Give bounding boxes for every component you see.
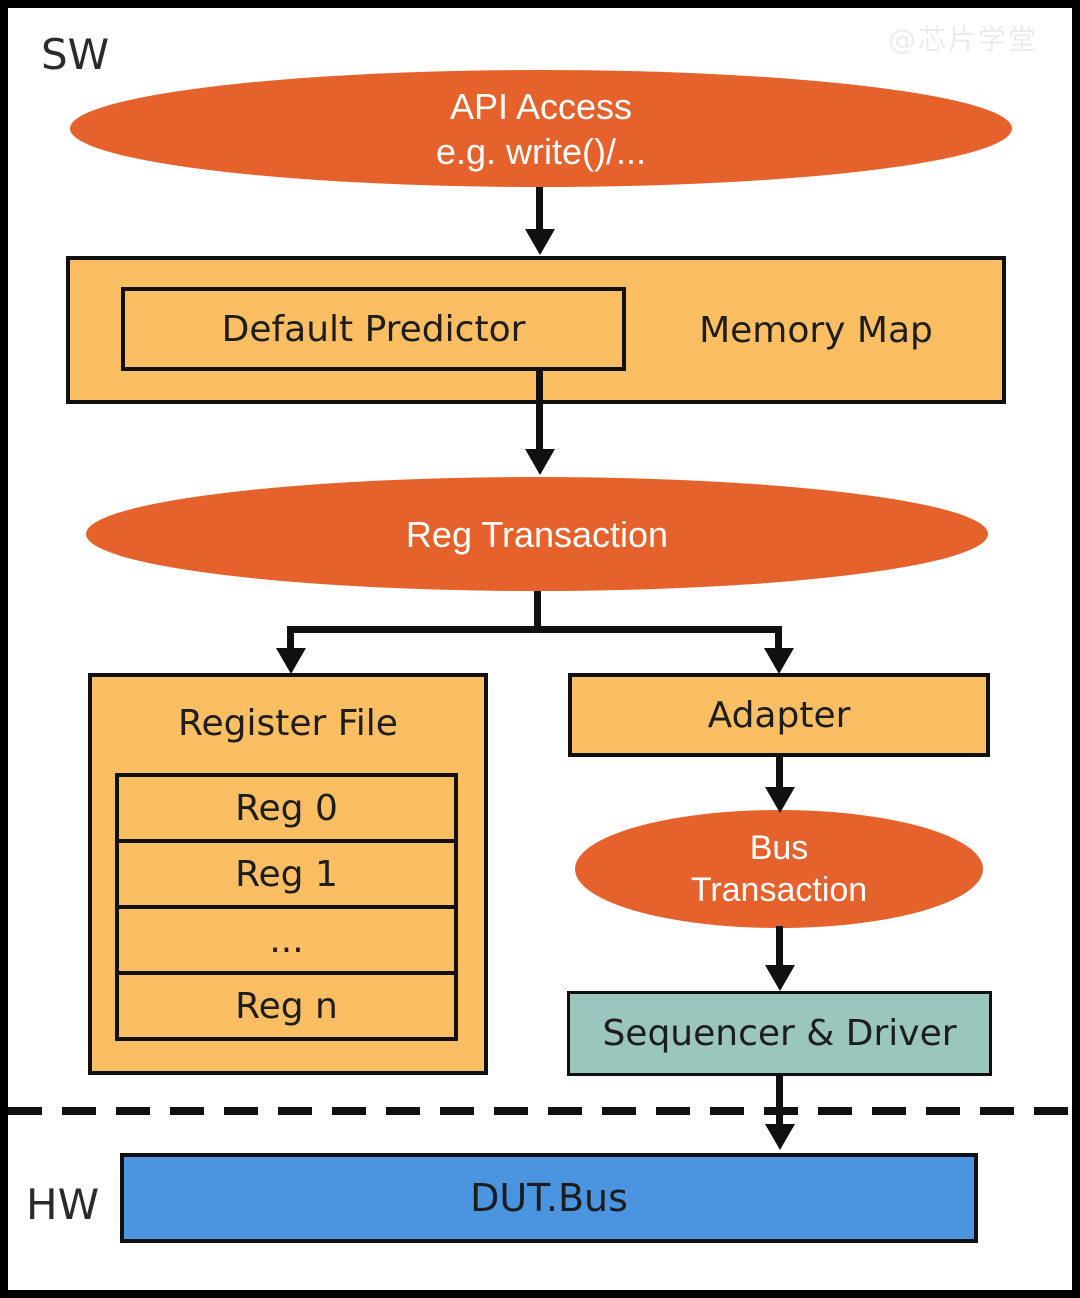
adapter-box: Adapter [568, 673, 990, 757]
arrow-memmap-to-regtxn-line [536, 371, 543, 450]
branch-horizontal-line [287, 626, 782, 633]
arrow-sequencer-to-dut-head-icon [765, 1124, 795, 1150]
arrow-memmap-to-regtxn-head-icon [525, 449, 555, 475]
hw-region-label: HW [26, 1180, 100, 1229]
register-row-0: Reg 0 [115, 773, 458, 843]
sw-hw-divider-dashed-line [8, 1107, 1072, 1115]
arrow-api-to-memmap-line [536, 187, 543, 231]
api-access-line1: API Access [449, 85, 633, 127]
register-row-ellipsis: ... [115, 905, 458, 975]
bus-transaction-ellipse: Bus Transaction [575, 810, 983, 928]
adapter-label: Adapter [707, 694, 851, 736]
register-file-title: Register File [178, 702, 398, 744]
sequencer-driver-label: Sequencer & Driver [602, 1013, 957, 1054]
register-row-n: Reg n [115, 971, 458, 1041]
branch-right-drop-line [775, 626, 782, 652]
dut-bus-box: DUT.Bus [120, 1153, 978, 1243]
register-row-1: Reg 1 [115, 839, 458, 909]
api-access-ellipse: API Access e.g. write()/... [70, 70, 1012, 187]
arrow-to-register-file-head-icon [276, 648, 306, 674]
api-access-line2: e.g. write()/... [435, 130, 647, 172]
default-predictor-label: Default Predictor [221, 308, 526, 350]
branch-stub-line [534, 591, 541, 632]
arrow-adapter-to-bustxn-line [776, 757, 783, 789]
reg-transaction-label: Reg Transaction [405, 513, 669, 555]
branch-left-drop-line [287, 626, 294, 652]
watermark-text: @芯片学堂 [887, 23, 1038, 56]
bus-transaction-line1: Bus [749, 828, 809, 867]
arrow-bustxn-to-sequencer-head-icon [765, 965, 795, 991]
arrow-api-to-memmap-head-icon [525, 229, 555, 255]
bus-transaction-line2: Transaction [690, 871, 868, 909]
memory-map-label: Memory Map [699, 309, 933, 351]
reg-transaction-ellipse: Reg Transaction [86, 477, 988, 591]
default-predictor-box: Default Predictor [121, 287, 626, 371]
sequencer-driver-box: Sequencer & Driver [567, 991, 992, 1076]
arrow-to-adapter-head-icon [764, 648, 794, 674]
arrow-bustxn-to-sequencer-line [776, 926, 783, 967]
sw-region-label: SW [41, 30, 110, 79]
arrow-adapter-to-bustxn-head-icon [765, 787, 795, 813]
arrow-sequencer-to-dut-line [776, 1076, 783, 1126]
dut-bus-label: DUT.Bus [470, 1176, 628, 1220]
